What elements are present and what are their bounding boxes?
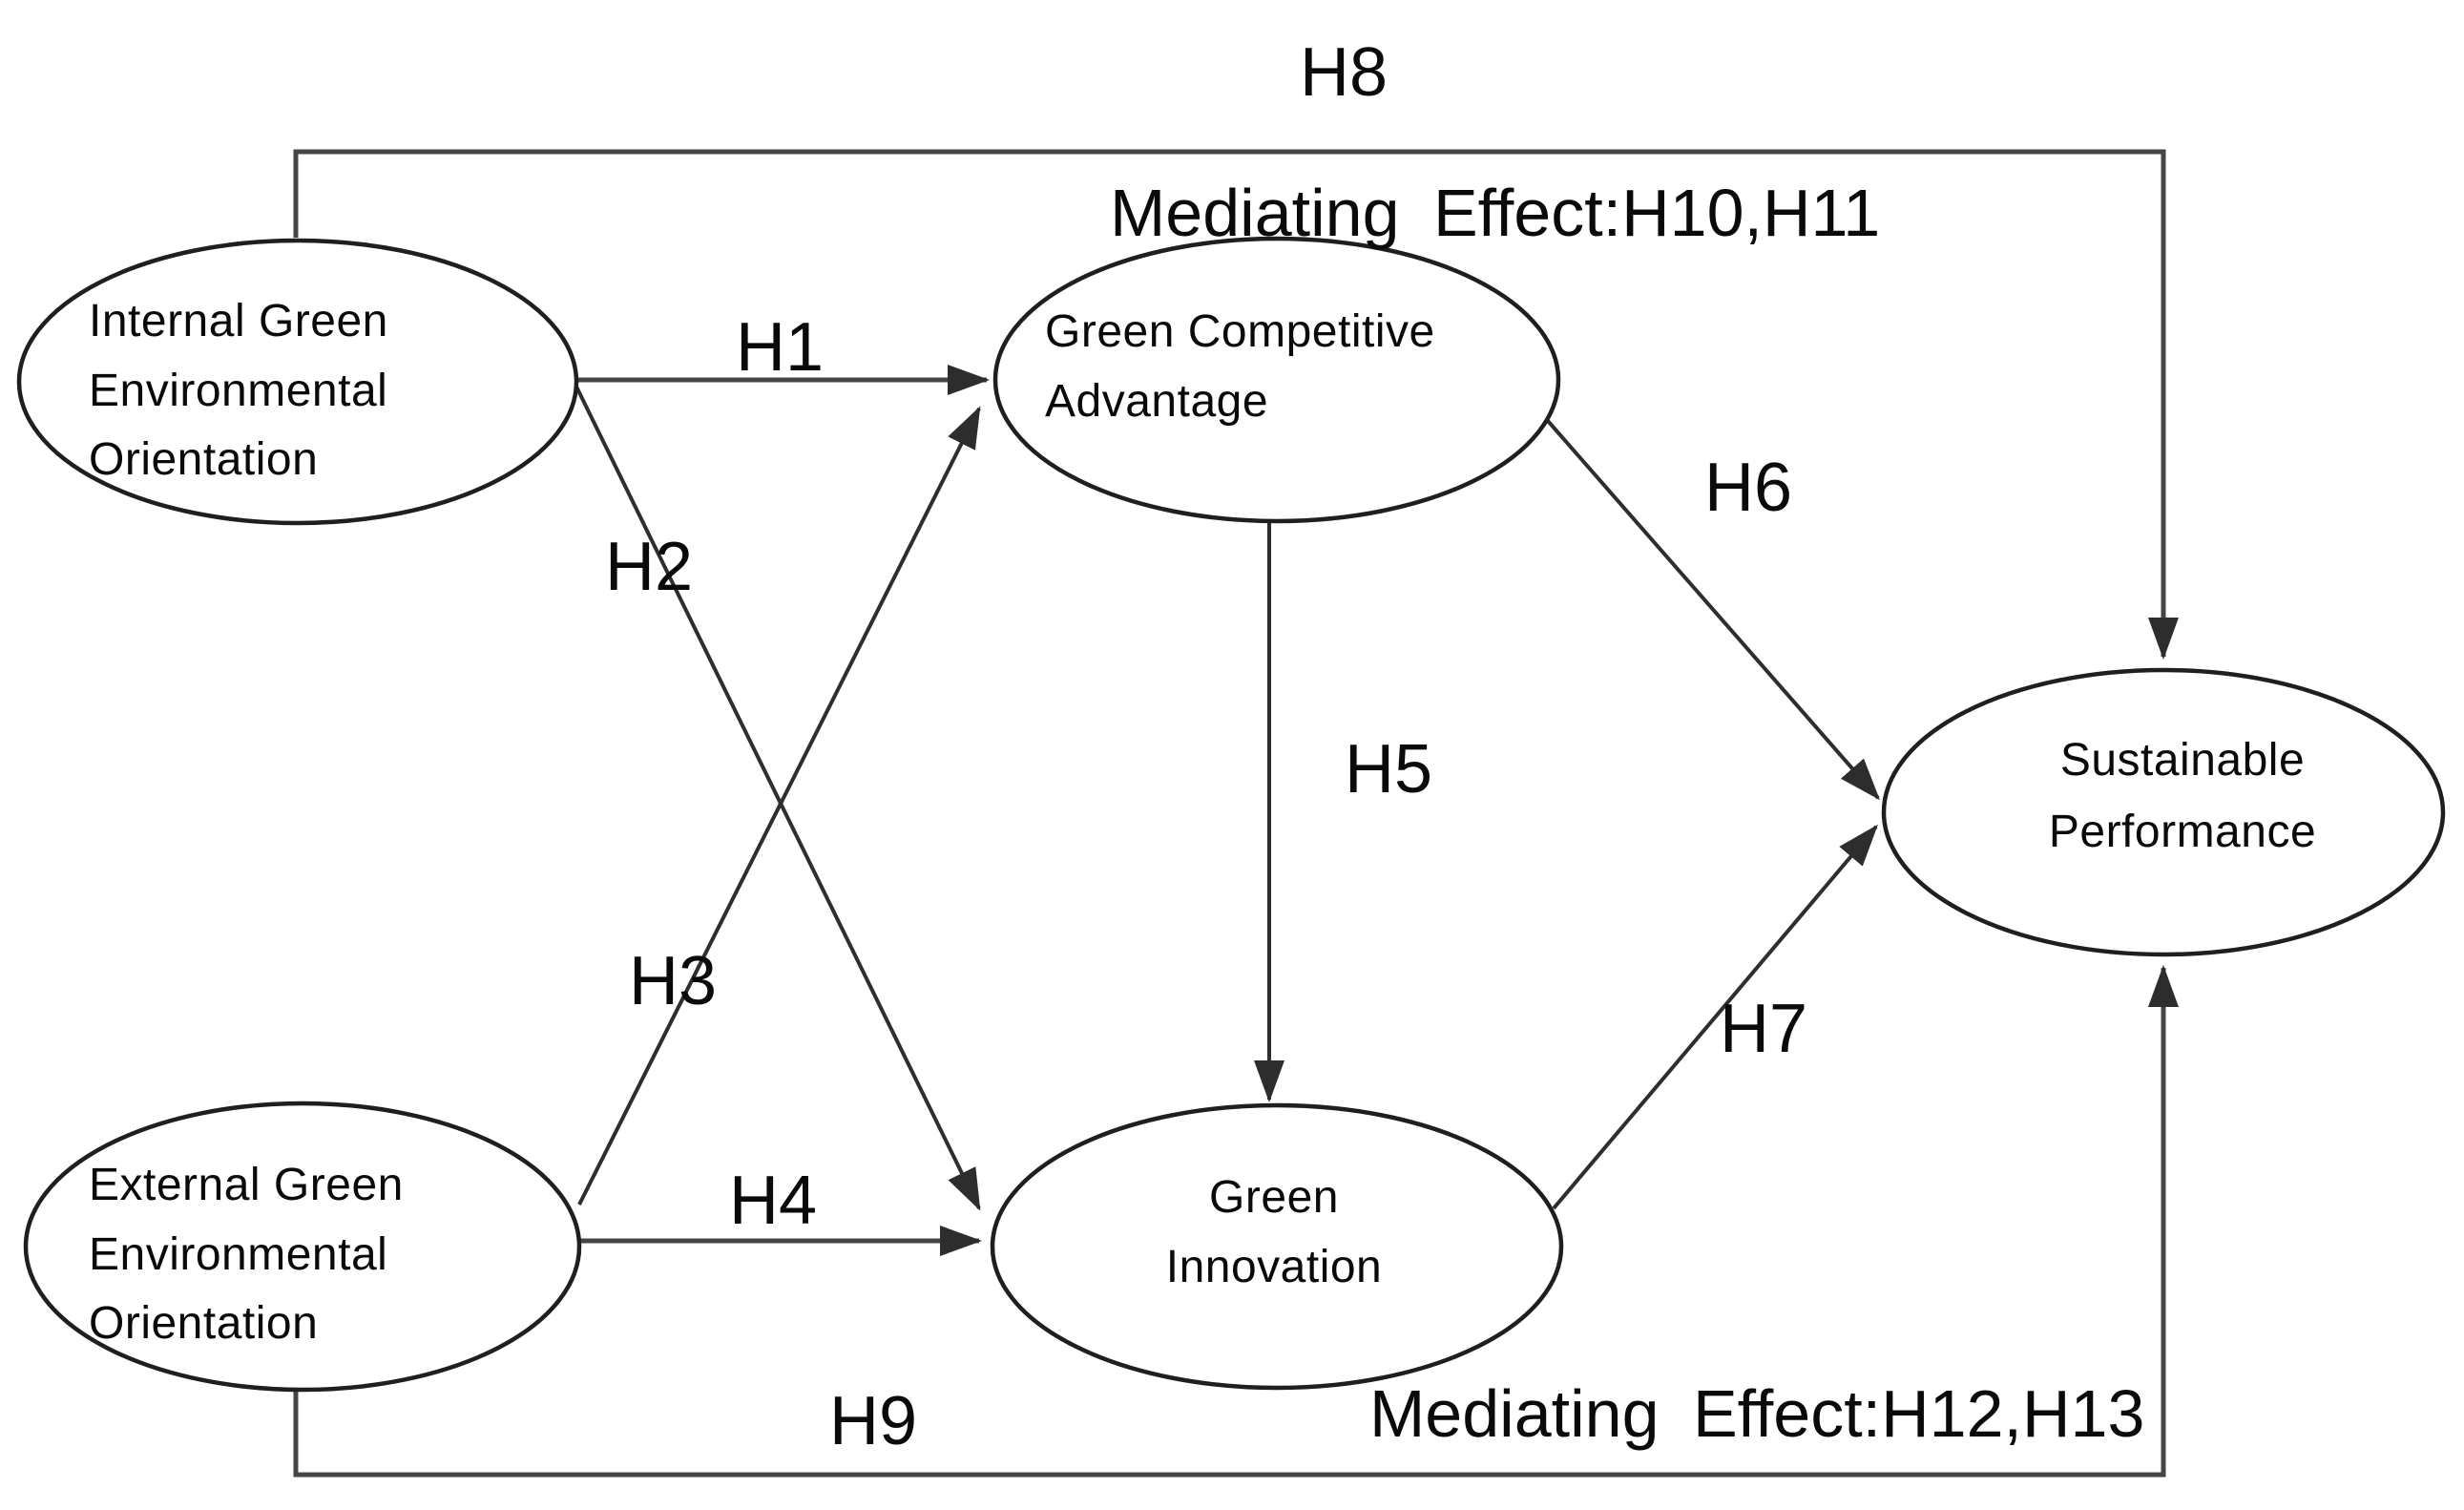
edge-h7-path [1552, 824, 1878, 1210]
egeo-line-1: External Green [89, 1160, 404, 1210]
edge-label-h2: H2 [605, 529, 693, 605]
gi-line-2: Innovation [1166, 1242, 1383, 1292]
gca-line-2: Advantage [1045, 376, 1268, 427]
edge-label-h1: H1 [736, 309, 824, 386]
gca-line-1: Green Competitive [1045, 306, 1435, 357]
node-label-sustainable-performance: Sustainable Performance [2049, 735, 2316, 857]
edge-label-h8: H8 [1300, 34, 1388, 111]
node-label-green-competitive-advantage: Green Competitive Advantage [1045, 306, 1435, 427]
egeo-line-2: Environmental [89, 1229, 387, 1280]
edge-h8-path [293, 149, 2179, 660]
gi-line-1: Green [1209, 1172, 1339, 1223]
annotation-mediating-effect-bottom: Mediating Effect:H12,H13 [1369, 1376, 2144, 1451]
edge-label-h9: H9 [829, 1383, 917, 1459]
node-label-green-innovation: Green Innovation [1166, 1172, 1383, 1292]
sp-line-2: Performance [2049, 807, 2316, 857]
node-label-external-green-environmental-orientation: External Green Environmental Orientation [89, 1160, 404, 1349]
sp-line-1: Sustainable [2060, 735, 2305, 786]
node-green-competitive-advantage [992, 236, 1561, 524]
igeo-line-1: Internal Green [89, 296, 388, 346]
edge-h6-path [1546, 419, 1880, 801]
edge-label-h5: H5 [1345, 731, 1432, 807]
edge-label-h4: H4 [729, 1163, 817, 1239]
igeo-line-2: Environmental [89, 366, 387, 416]
node-label-internal-green-environmental-orientation: Internal Green Environmental Orientation [89, 296, 388, 485]
node-sustainable-performance [1881, 667, 2446, 957]
edge-label-h3: H3 [629, 943, 717, 1019]
node-external-green-environmental-orientation [23, 1101, 582, 1393]
node-green-innovation [990, 1102, 1564, 1391]
edge-label-h6: H6 [1704, 450, 1792, 526]
edge-h9-path [293, 965, 2179, 1478]
egeo-line-3: Orientation [89, 1298, 318, 1349]
edge-h3-path [577, 406, 981, 1206]
edge-label-h7: H7 [1720, 991, 1807, 1067]
annotation-mediating-effect-top: Mediating Effect:H10,H11 [1110, 176, 1880, 250]
node-internal-green-environmental-orientation [16, 238, 579, 526]
igeo-line-3: Orientation [89, 434, 318, 485]
edge-h2-path [573, 382, 981, 1211]
